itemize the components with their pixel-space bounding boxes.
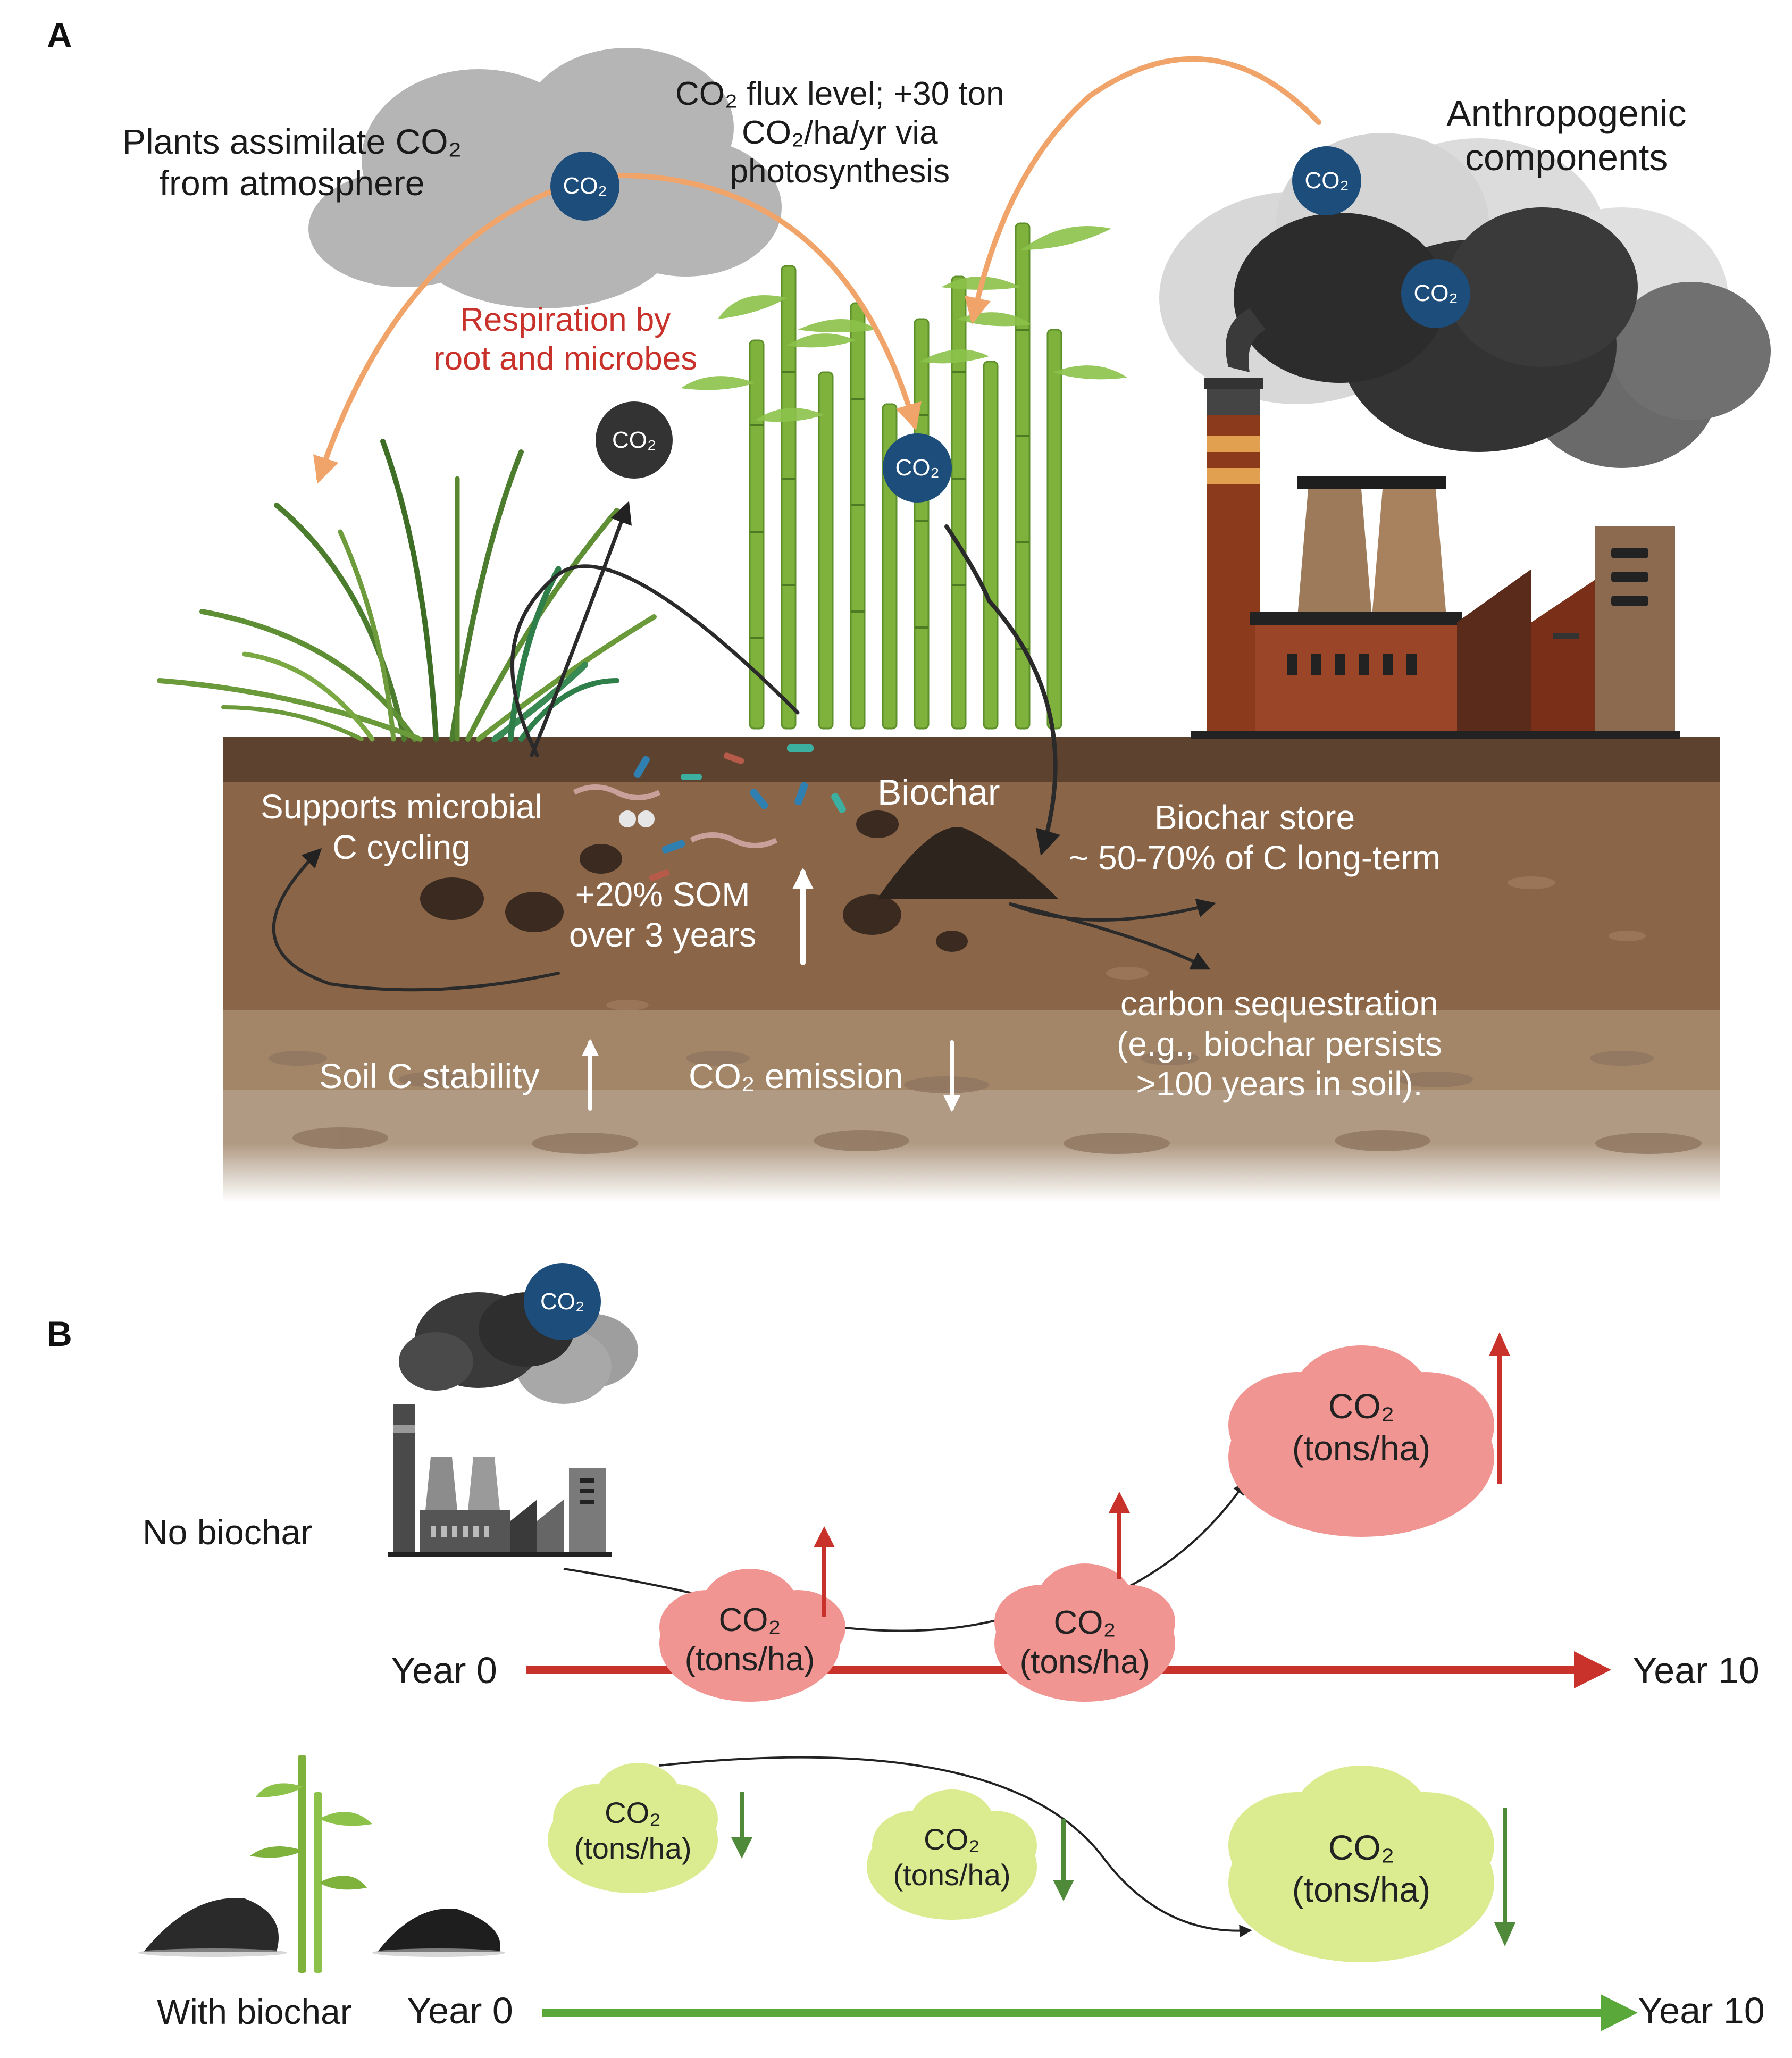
som-line2: over 3 years [569,915,757,954]
grass-tuft [157,439,657,742]
plants-assimilate-line1: Plants assimilate CO₂ [122,122,462,161]
biochar-store-line2: ~ 50-70% of C long-term [1069,838,1441,877]
respiration-line2: root and microbes [433,340,698,378]
green-cloud-1-line2: (tons/ha) [574,1831,692,1865]
with-biochar-label: With biochar [157,1992,352,2031]
factory-b [388,1292,638,1557]
green-cloud-2-line1: CO₂ [924,1822,980,1856]
panel-b-label: B [47,1314,72,1353]
biochar-piles [138,1898,505,1957]
pink-clouds [659,1345,1494,1702]
timeline-with-biochar [542,1994,1638,2031]
supports-line1: Supports microbial [261,788,542,826]
flux-line1: CO₂ flux level; +30 ton [675,76,1004,112]
pink-cloud-3-line1: CO₂ [1328,1386,1395,1426]
trend-arrows-down [740,1792,1507,1925]
plants-assimilate-label: Plants assimilate CO₂ from atmosphere [122,121,462,204]
supports-line2: C cycling [332,827,471,866]
pink-cloud-3-text: CO₂ (tons/ha) [1276,1385,1446,1469]
respiration-label: Respiration by root and microbes [433,300,697,378]
respiration-line1: Respiration by [459,302,671,338]
year-start-with-biochar: Year 0 [407,1990,513,2031]
co2-emission-label: CO₂ emission [689,1056,903,1095]
plants-assimilate-line2: from atmosphere [159,163,425,203]
soil-organisms [420,744,1058,952]
som-label: +20% SOM over 3 years [569,875,756,955]
sequestration-line3: >100 years in soil). [1136,1065,1423,1103]
pink-cloud-2-line1: CO₂ [1053,1604,1116,1641]
co2-badge-anthropogenic-1: CO₂ [1292,146,1361,215]
soil-arrows [582,868,960,1112]
flux-line3: photosynthesis [730,153,950,190]
green-cloud-1-text: CO₂ (tons/ha) [558,1795,707,1866]
sequestration-line1: carbon sequestration [1120,984,1438,1023]
supports-label: Supports microbial C cycling [261,787,542,867]
anthropogenic-label: Anthropogenic components [1446,91,1686,179]
green-cloud-1-line1: CO₂ [605,1796,661,1829]
pink-cloud-1-line2: (tons/ha) [684,1641,815,1678]
pink-cloud-1-text: CO₂ (tons/ha) [670,1601,830,1680]
green-clouds [548,1763,1494,1962]
trend-arrowheads-down [731,1837,1515,1946]
factory-a [1159,133,1771,739]
green-cloud-2-text: CO₂ (tons/ha) [877,1821,1026,1893]
anthropogenic-line2: components [1465,136,1668,178]
co2-badge-factory-b: CO₂ [524,1263,601,1340]
co2-badge-respiration: CO₂ [596,401,673,479]
biochar-label: Biochar [877,772,1000,813]
anthropogenic-line1: Anthropogenic [1446,93,1687,134]
sequestration-line2: (e.g., biochar persists [1117,1024,1442,1063]
biochar-store-line1: Biochar store [1154,798,1355,836]
trend-arrowheads-up [814,1332,1510,1547]
year-start-no-biochar: Year 0 [391,1650,497,1691]
flux-label: CO₂ flux level; +30 ton CO₂/ha/yr via ph… [675,74,1004,191]
biochar-store-label: Biochar store ~ 50-70% of C long-term [1069,798,1441,878]
green-cloud-3-line1: CO₂ [1328,1828,1395,1867]
green-cloud-3-text: CO₂ (tons/ha) [1276,1827,1446,1911]
pink-cloud-2-text: CO₂ (tons/ha) [1005,1603,1165,1683]
green-cloud-2-line2: (tons/ha) [893,1858,1011,1892]
year-end-no-biochar: Year 10 [1632,1650,1760,1691]
co2-badge-bamboo: CO₂ [883,433,952,503]
co2-badge-anthropogenic-2: CO₂ [1401,259,1470,328]
soil-c-stability-label: Soil C stability [319,1056,540,1095]
no-biochar-label: No biochar [143,1512,313,1552]
pink-cloud-2-line2: (tons/ha) [1019,1644,1150,1681]
pink-cloud-1-line1: CO₂ [718,1602,781,1638]
trend-arrows-up [822,1353,1502,1617]
sequestration-label: carbon sequestration (e.g., biochar pers… [1117,984,1442,1105]
flux-line2: CO₂/ha/yr via [741,114,938,152]
co2-badge-atmosphere: CO₂ [550,152,619,221]
panel-a-label: A [47,15,72,55]
pink-cloud-3-line2: (tons/ha) [1292,1428,1431,1468]
green-cloud-3-line2: (tons/ha) [1292,1870,1431,1910]
year-end-with-biochar: Year 10 [1638,1990,1765,2031]
flow-arrows [272,56,1321,992]
som-line1: +20% SOM [575,875,750,914]
bamboo-small-icon [250,1755,372,1973]
